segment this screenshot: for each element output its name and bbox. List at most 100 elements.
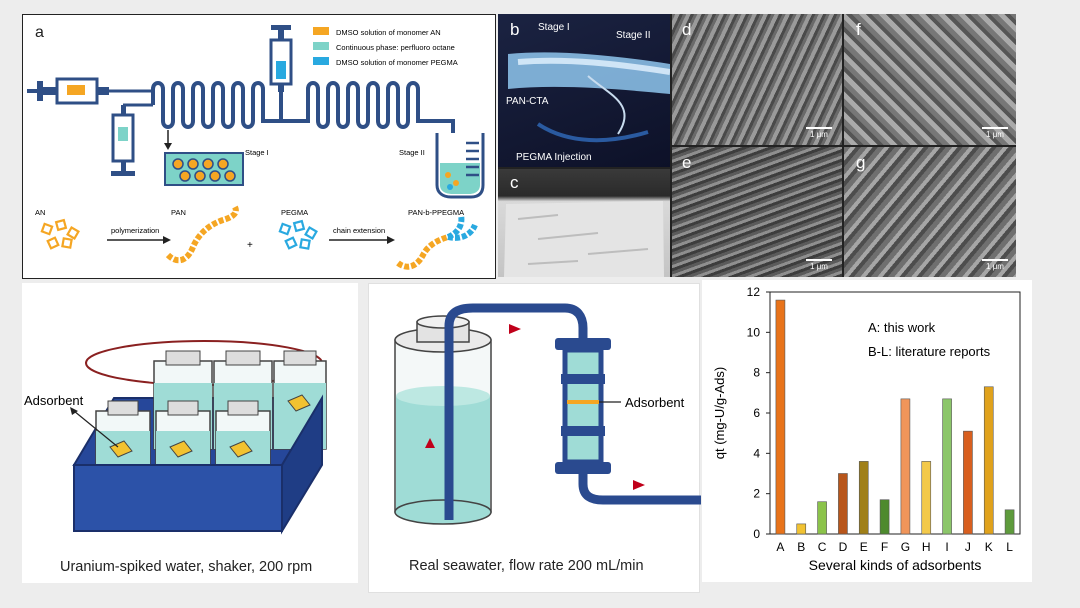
chart-annotation-literature: B-L: literature reports: [868, 344, 991, 359]
stage-1-label: Stage I: [245, 148, 269, 157]
bar-a: [775, 299, 786, 535]
photo-b-pan-cta: PAN-CTA: [506, 96, 549, 107]
bar-b: [796, 523, 807, 535]
sem-image-g: g 1 μm: [844, 147, 1016, 277]
shaker-tray-front: [73, 464, 283, 532]
x-tick-label-c: C: [818, 540, 827, 554]
bar-l: [1004, 509, 1015, 535]
x-tick-label-e: E: [860, 540, 868, 554]
scheme-step-polymerization: polymerization: [111, 226, 159, 235]
bar-e: [858, 461, 869, 535]
panel-a-scheme: a DMSO solution of monomer AN Continuous…: [22, 14, 496, 279]
bar-k: [983, 386, 994, 535]
flow-arrow-icon: [509, 324, 521, 334]
y-tick-label: 8: [753, 366, 760, 380]
syringe-an: [27, 77, 109, 105]
scheme-step-chain-extension: chain extension: [333, 226, 385, 235]
syringe-perfluoro: [111, 105, 135, 176]
x-tick-label-f: F: [881, 540, 888, 554]
scale-text-d: 1 μm: [810, 130, 828, 139]
bar-g: [900, 398, 911, 535]
microfluidic-scheme: a DMSO solution of monomer AN Continuous…: [27, 24, 485, 270]
shaker-caption: Uranium-spiked water, shaker, 200 rpm: [60, 559, 313, 575]
x-tick-label-d: D: [839, 540, 848, 554]
panel-label-g: g: [856, 153, 866, 172]
x-tick-label-i: I: [945, 540, 948, 554]
legend-text-an: DMSO solution of monomer AN: [336, 28, 441, 37]
bar-c: [817, 501, 827, 535]
y-tick-label: 12: [747, 285, 761, 299]
panel-shaker-experiment: Adsorbent Uranium-spiked water, shaker, …: [22, 283, 358, 583]
photo-grid: b Stage I Stage II PAN-CTA PEGMA Injecti…: [498, 14, 1016, 277]
scale-bar-f: 1 μm: [982, 127, 1008, 139]
scheme-pegma-label: PEGMA: [281, 208, 308, 217]
photo-c-membrane: c: [498, 169, 670, 277]
scale-bar-g: 1 μm: [982, 259, 1008, 271]
chart-annotation-this-work: A: this work: [868, 320, 936, 335]
y-tick-label: 2: [753, 487, 760, 501]
scheme-product-label: PAN-b-PPEGMA: [408, 208, 464, 217]
flow-illustration: Adsorbent: [394, 303, 701, 525]
photo-b-pegma-injection: PEGMA Injection: [516, 152, 592, 163]
legend: DMSO solution of monomer AN Continuous p…: [313, 27, 458, 67]
panel-label-e: e: [682, 153, 692, 172]
adsorbent-strip-icon: [567, 400, 599, 404]
legend-text-pegma: DMSO solution of monomer PEGMA: [336, 58, 458, 67]
legend-swatch-pegma: [313, 57, 329, 65]
panel-label-a: a: [35, 24, 44, 41]
panel-label-c: c: [510, 173, 519, 192]
collection-beaker: [435, 133, 485, 199]
scheme-pan-label: PAN: [171, 208, 186, 217]
flow-caption: Real seawater, flow rate 200 mL/min: [409, 558, 644, 574]
panel-flow-experiment: Adsorbent Real seawater, flow rate 200 m…: [368, 283, 701, 593]
y-tick-label: 10: [747, 325, 761, 339]
bar-d: [838, 473, 848, 535]
shaker-illustration: Adsorbent: [24, 340, 327, 535]
sem-image-e: e 1 μm: [672, 147, 842, 277]
legend-swatch-an: [313, 27, 329, 35]
x-axis-label: Several kinds of adsorbents: [809, 557, 982, 573]
bar-h: [921, 461, 932, 535]
x-tick-label-l: L: [1006, 540, 1013, 554]
x-tick-label-k: K: [985, 540, 993, 554]
panel-label-f: f: [856, 20, 861, 39]
flow-adsorbent-label: Adsorbent: [625, 395, 685, 410]
bar-i: [942, 398, 952, 535]
x-tick-label-j: J: [965, 540, 971, 554]
pan-chain: [165, 205, 239, 264]
scale-text-f: 1 μm: [986, 130, 1004, 139]
scale-text-g: 1 μm: [986, 262, 1004, 271]
syringe-pegma: [269, 25, 293, 92]
x-tick-label-a: A: [776, 540, 784, 554]
x-tick-label-g: G: [901, 540, 910, 554]
shaker-adsorbent-label: Adsorbent: [24, 393, 84, 408]
scale-text-e: 1 μm: [810, 262, 828, 271]
sem-image-f: f 1 μm: [844, 14, 1016, 145]
x-tick-label-b: B: [797, 540, 805, 554]
photo-b-stage-2: Stage II: [616, 30, 651, 41]
scheme-plus: +: [247, 240, 253, 251]
y-axis-label: qt (mg-U/g-Ads): [712, 367, 727, 459]
legend-text-perfluoro: Continuous phase: perfluoro octane: [336, 43, 455, 52]
coil-stage-1: [151, 81, 283, 129]
coil-stage-2: [281, 81, 455, 135]
scheme-an-label: AN: [35, 208, 45, 217]
scale-bar-e: 1 μm: [806, 259, 832, 271]
photo-b-stage-1: Stage I: [538, 22, 570, 33]
panel-label-d: d: [682, 20, 692, 39]
scale-bar-d: 1 μm: [806, 127, 832, 139]
reaction-scheme: AN polymerization PAN + PEGMA: [35, 205, 478, 270]
x-tick-label-h: H: [922, 540, 931, 554]
bottle-row-front: [95, 400, 271, 472]
y-tick-label: 4: [753, 446, 760, 460]
bar-j: [963, 430, 973, 535]
stage-2-label: Stage II: [399, 148, 425, 157]
droplet-zoom: [164, 152, 244, 186]
legend-swatch-perfluoro: [313, 42, 329, 50]
adsorbent-column: [555, 338, 611, 474]
bar-f: [879, 499, 890, 535]
sem-image-d: d 1 μm: [672, 14, 842, 145]
y-tick-label: 6: [753, 406, 760, 420]
